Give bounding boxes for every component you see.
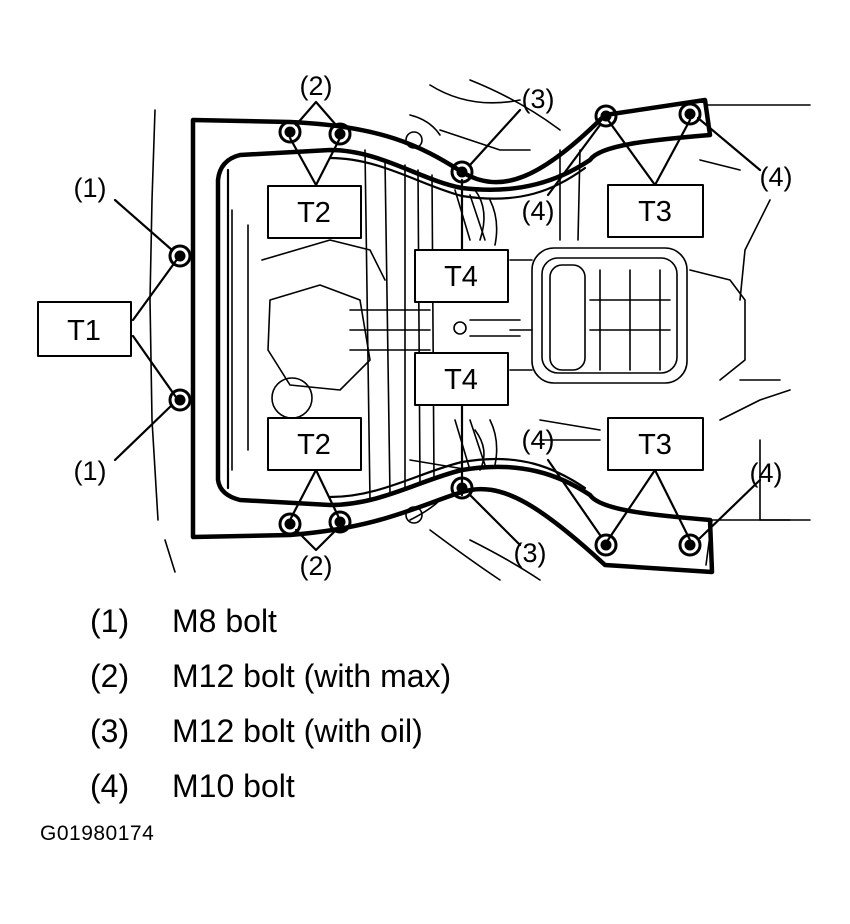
callout-4-outer-lower: (4) (750, 458, 783, 488)
t1-box (37, 301, 132, 357)
legend-number: (2) (90, 658, 130, 694)
t2-upper-box (267, 185, 362, 239)
callout-4-outer-upper: (4) (760, 162, 793, 192)
legend-number: (4) (90, 768, 130, 804)
callout-1-lower: (1) (74, 456, 107, 486)
callout-4-inner-upper: (4) (522, 196, 555, 226)
t4-lower-box (414, 352, 509, 406)
t3-upper-label: T3 (638, 196, 672, 228)
t3-lower-label: T3 (638, 429, 672, 461)
figure-id: G01980174 (40, 822, 155, 845)
legend-text: M12 bolt (with oil) (172, 713, 423, 749)
legend-item: (3) M12 bolt (with oil) (90, 710, 790, 765)
t3-upper-box (607, 184, 704, 238)
callout-3-lower: (3) (514, 538, 547, 568)
callout-4-inner-lower: (4) (522, 425, 555, 455)
callout-1-upper: (1) (74, 173, 107, 203)
t2-upper-label: T2 (297, 197, 331, 229)
bolt-m10-upper-outer (678, 102, 702, 126)
callout-lines (113, 100, 762, 552)
t4-upper-label: T4 (444, 261, 478, 293)
t3-lower-box (607, 417, 704, 471)
t2-lower-label: T2 (297, 429, 331, 461)
t2-lower-box (267, 417, 362, 471)
bolt-m12-oil-upper (450, 160, 474, 184)
legend-text: M10 bolt (172, 768, 295, 804)
bolt-m10-lower-outer (678, 533, 702, 557)
bolts (168, 102, 702, 557)
bolt-m12-upper-right (328, 122, 352, 146)
legend-item: (4) M10 bolt (90, 765, 790, 820)
legend-item: (2) M12 bolt (with max) (90, 655, 790, 710)
bolt-m12-lower-left (278, 512, 302, 536)
t1-label: T1 (67, 315, 101, 347)
bolt-m8-lower (168, 388, 192, 412)
callout-3-upper: (3) (522, 84, 555, 114)
t4-lower-label: T4 (444, 364, 478, 396)
legend-number: (3) (90, 713, 130, 749)
crossmember-frame (190, 97, 715, 575)
bolt-m12-lower-right (328, 510, 352, 534)
callout-2-lower: (2) (300, 551, 333, 581)
bolt-m12-upper-left (278, 120, 302, 144)
torque-boxes (37, 184, 704, 471)
callout-2-upper: (2) (300, 71, 333, 101)
bolt-legend: (1) M8 bolt (2) M12 bolt (with max) (3) … (90, 600, 790, 820)
legend-item: (1) M8 bolt (90, 600, 790, 655)
legend-number: (1) (90, 603, 130, 639)
bolt-m12-oil-lower (450, 476, 474, 500)
bolt-m8-upper (168, 244, 192, 268)
crossmember-bolt-diagram: T1 T2 T2 T4 T4 T3 T3 (1) (1) (2) (2) (3)… (37, 71, 811, 581)
background-sketch (149, 79, 811, 581)
bolt-m10-upper-inner (594, 104, 618, 128)
legend-text: M12 bolt (with max) (172, 658, 452, 694)
legend-text: M8 bolt (172, 603, 277, 639)
t4-upper-box (414, 249, 509, 303)
bolt-m10-lower-inner (594, 533, 618, 557)
